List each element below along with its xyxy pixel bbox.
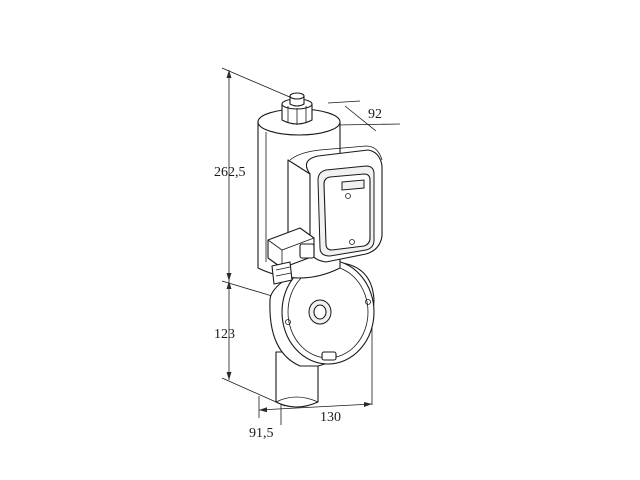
- cable-plug: [267, 227, 315, 285]
- dimension-labels: 262,5 123 92 130 91,5: [214, 107, 382, 441]
- dim-offset-bottom: 91,5: [249, 426, 274, 441]
- dim-height-upper: 262,5: [214, 165, 246, 180]
- pump-housing: [269, 259, 375, 367]
- dim-width-bottom: 130: [320, 410, 341, 425]
- dim-height-lower: 123: [214, 327, 235, 342]
- top-nut: [281, 92, 313, 125]
- dim-depth-top: 92: [368, 107, 382, 122]
